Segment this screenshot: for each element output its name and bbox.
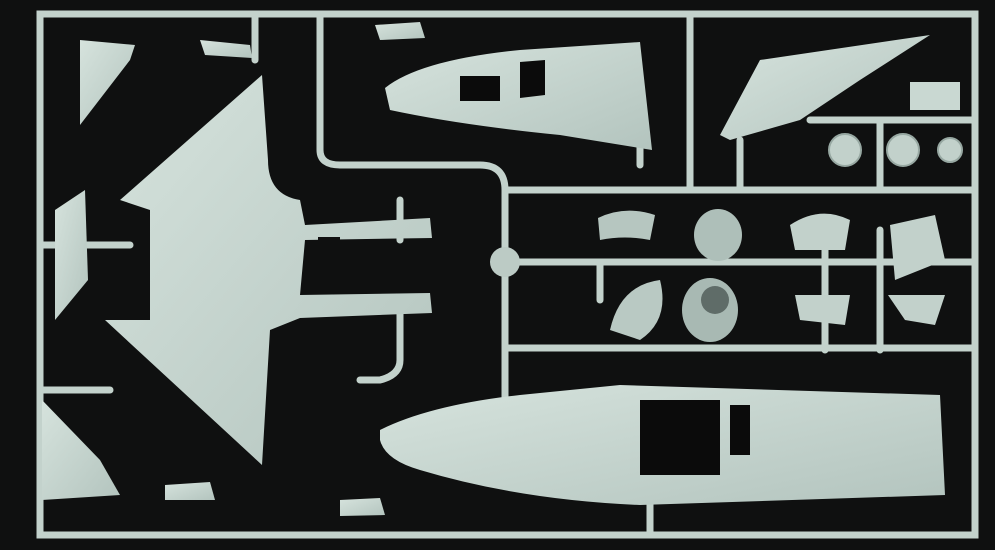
- cockpit-opening: [520, 60, 545, 98]
- fin-part: [80, 40, 135, 125]
- small-part: [165, 482, 215, 500]
- fuselage-opening: [640, 400, 720, 475]
- nozzle-opening: [701, 286, 729, 314]
- fuselage-upper-part: [385, 42, 652, 150]
- small-part: [375, 22, 425, 40]
- slot: [318, 237, 340, 240]
- small-part: [200, 40, 252, 58]
- nozzle-part: [694, 209, 742, 261]
- sprue-tag: [910, 82, 960, 110]
- wing-part: [105, 75, 432, 465]
- panel-part: [795, 295, 850, 325]
- panel-part: [888, 295, 945, 325]
- sprue-hub: [490, 247, 520, 277]
- wheels: [828, 133, 963, 167]
- panel-part: [890, 215, 945, 280]
- fin-part: [55, 190, 88, 320]
- fin-part: [42, 400, 120, 500]
- small-part: [340, 498, 385, 516]
- intake-part: [598, 210, 655, 240]
- nose-cone-part: [610, 280, 663, 340]
- cockpit-opening: [460, 76, 500, 101]
- fuselage-opening: [730, 405, 750, 455]
- panel-part: [790, 213, 850, 250]
- tail-fin-part: [720, 35, 930, 140]
